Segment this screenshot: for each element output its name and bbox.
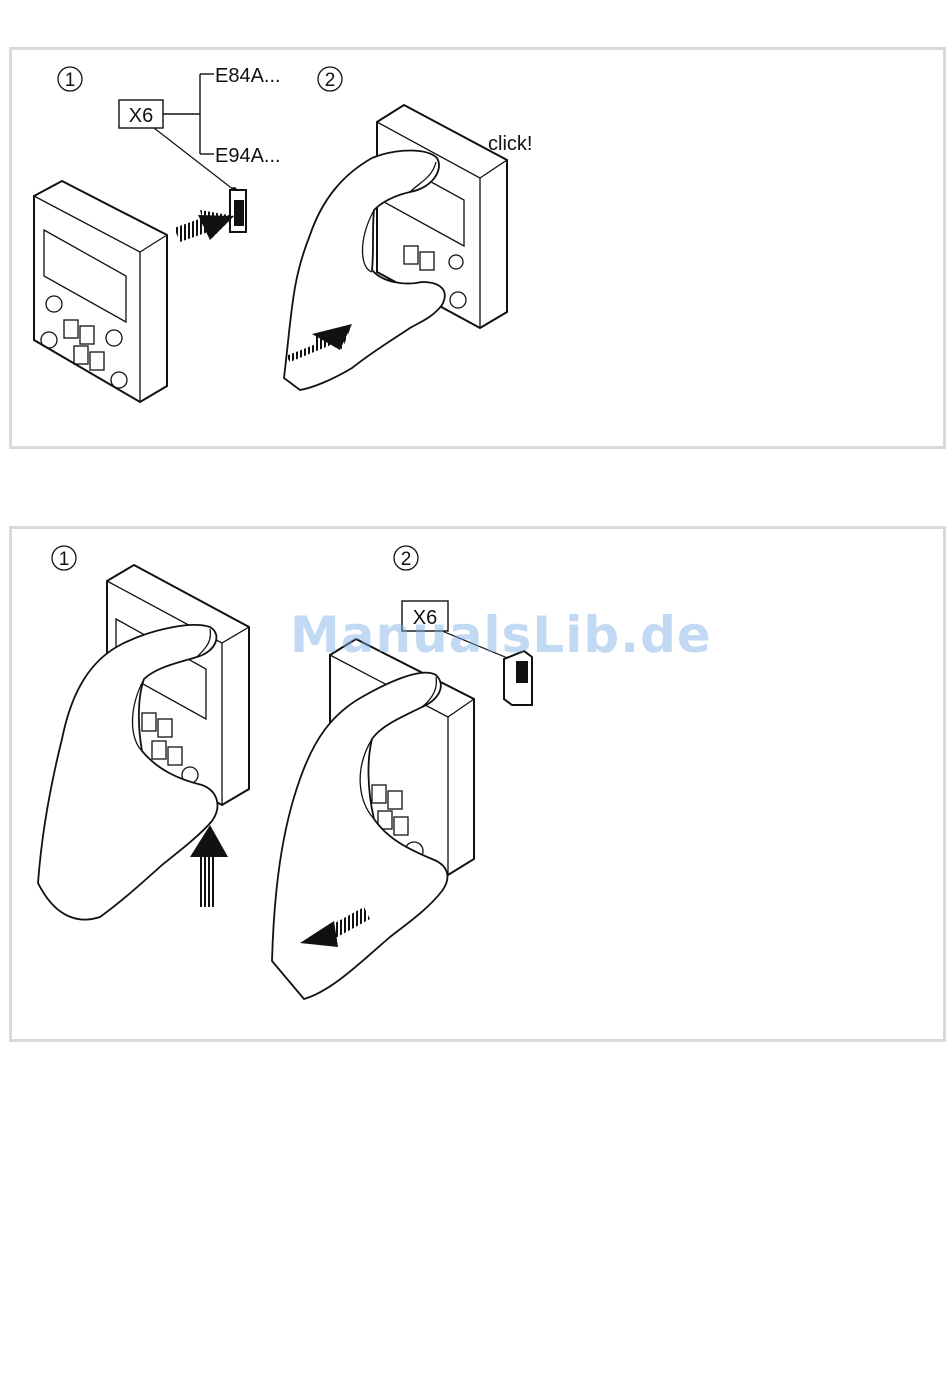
keypad-device-icon [34,181,167,402]
click-label: click! [488,133,532,155]
attach-illustration: 1 X6 E84A... E94A... [12,50,943,446]
detach-illustration: 1 2 X6 [12,529,943,1039]
connector-icon [230,190,246,232]
step-2-marker: 2 [318,67,342,91]
step-2-number: 2 [325,70,336,91]
step-1-marker: 1 [58,67,82,91]
detach-keypad-figure: 1 2 X6 [9,526,946,1042]
step-1-number: 1 [59,549,70,570]
attach-keypad-figure: 1 X6 E84A... E94A... [9,47,946,449]
connector-icon [504,651,532,705]
connector-callout: X6 E84A... E94A... [119,65,281,193]
push-arrow-icon [174,210,234,242]
step-2-marker: 2 [394,546,418,570]
step-1-number: 1 [65,70,76,91]
connector-label: X6 [129,105,153,127]
step-1-marker: 1 [52,546,76,570]
variant-label-bottom: E94A... [215,145,281,167]
connector-label: X6 [413,607,437,629]
connector-callout: X6 [402,601,513,662]
variant-label-top: E84A... [215,65,281,87]
step-2-number: 2 [401,549,412,570]
